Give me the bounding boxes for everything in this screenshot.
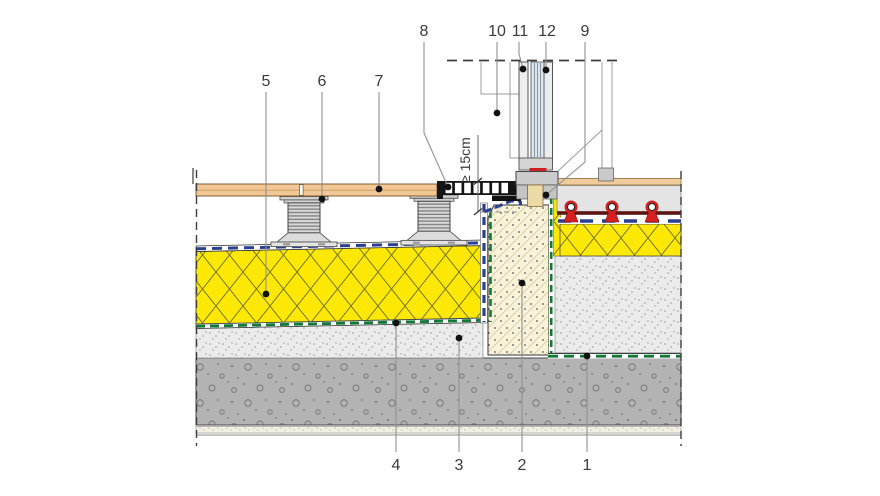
plaster-strip: [195, 426, 682, 434]
interior-fill-layer: [554, 255, 682, 354]
underfloor-heating-pipe: [563, 200, 579, 223]
wood-flooring: [556, 178, 682, 186]
underfloor-heating-pipe: [644, 200, 660, 223]
threshold-sill: [515, 171, 559, 186]
concrete-slab-body: [195, 357, 682, 426]
wall-plaster-block: [598, 167, 614, 182]
deck-board-joint: [299, 184, 304, 196]
dimension-tick: [473, 177, 483, 186]
callout-4-label: 4: [392, 457, 401, 474]
deck-edge-profile: [437, 181, 443, 199]
pedestal-threaded-column: [417, 200, 451, 232]
reveal-outline-left: [480, 62, 520, 95]
terrace-insulation: [195, 245, 484, 325]
pedestal-base-plate: [270, 241, 338, 248]
callout-11-label: 11: [512, 23, 529, 40]
upstand-dimension-label: ≥ 15cm: [457, 137, 473, 183]
deck-boards: [195, 183, 438, 197]
sill-timber-blocking: [527, 184, 544, 207]
concrete-slab: [195, 357, 682, 426]
callout-leaders: [265, 42, 588, 452]
pedestal-base-plate: [400, 239, 468, 246]
callout-labels: 5 6 7 8 10 11 12 9 4 3 2 1: [262, 23, 592, 474]
interior-vapour-barrier: [548, 186, 681, 359]
frame-inner-profile: [543, 61, 553, 165]
callout-9-label: 9: [581, 23, 590, 40]
vapour-barrier-dashes: [195, 318, 484, 328]
pedestal-cone: [275, 232, 333, 243]
upstand-dimension: ≥ 15cm: [457, 135, 518, 216]
dimension-tick: [473, 207, 483, 216]
interior-moisture-barrier: [558, 217, 681, 224]
grate-support-profile: [492, 195, 521, 201]
callout-1-label: 1: [583, 457, 592, 474]
callout-10-label: 10: [488, 23, 506, 40]
interior-insulation: [559, 223, 682, 257]
heating-pipe-rail: [557, 211, 681, 215]
callout-5-label: 5: [262, 73, 271, 90]
callout-2-label: 2: [518, 457, 527, 474]
callout-7-label: 7: [375, 73, 384, 90]
perimeter-insulation-block: [487, 204, 550, 356]
section-cut-lines: [192, 59, 682, 446]
glazing-gasket: [529, 168, 547, 172]
callout-11-leader: [518, 42, 524, 69]
callout-12-label: 12: [538, 23, 556, 40]
reveal-outline-right: [557, 129, 603, 172]
adjustable-pedestal: [400, 194, 468, 246]
callout-3-label: 3: [455, 457, 464, 474]
underfloor-heating-pipe: [604, 200, 620, 223]
callout-dots: [262, 65, 591, 360]
frame-outer-profile: [518, 61, 529, 165]
callout-8-label: 8: [420, 23, 429, 40]
callout-9-leader: [545, 42, 586, 196]
callout-6-label: 6: [318, 73, 327, 90]
pedestal-cone: [405, 230, 463, 241]
wall-above-outline: [480, 62, 613, 172]
door-frame: [515, 61, 559, 207]
adjustable-pedestal: [270, 196, 338, 248]
callout-8-leader: [423, 42, 449, 188]
ceiling-plaster-layer: [195, 426, 682, 436]
drainage-grate: [443, 181, 519, 195]
pedestal-threaded-column: [287, 202, 321, 234]
